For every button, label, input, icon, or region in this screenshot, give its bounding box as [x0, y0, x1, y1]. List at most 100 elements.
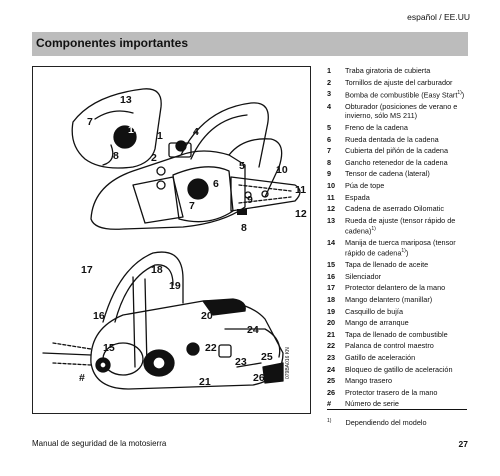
legend-number: 7 — [327, 146, 332, 156]
legend-text: Casquillo de bujía — [345, 306, 404, 316]
callout-24: 24 — [247, 324, 259, 336]
legend-text: Cadena de aserrado Oilomatic — [345, 204, 444, 214]
callout-14: 14 — [128, 124, 140, 136]
callout-7: 7 — [87, 116, 93, 128]
legend-text: Freno de la cadena — [345, 123, 408, 132]
callout-12: 12 — [295, 208, 307, 220]
legend-item: 16 Silenciador — [327, 272, 477, 281]
callout-8b: 8 — [241, 222, 247, 234]
legend-text-tail: ) — [405, 248, 409, 258]
legend-text: Manija de tuerca mariposa (tensor rápido… — [345, 237, 456, 258]
legend-text: Protector delantero de la mano — [345, 283, 446, 293]
legend-item: 25 Mango trasero — [327, 376, 477, 385]
callout-19: 19 — [169, 280, 181, 292]
callout-9: 9 — [247, 194, 253, 206]
legend-text: Espada — [345, 192, 370, 202]
legend-number: 8 — [327, 157, 332, 167]
callout-20: 20 — [201, 310, 213, 322]
legend-text: Protector trasero de la mano — [345, 387, 438, 397]
legend-item: # Número de serie — [327, 399, 477, 408]
legend-item: 18 Mango delantero (manillar) — [327, 295, 477, 304]
page-number: 27 — [458, 439, 468, 449]
legend-number: 4 — [327, 102, 332, 112]
legend-item: 21 Tapa de llenado de combustible — [327, 330, 477, 339]
legend-item: 8 Gancho retenedor de la cadena — [327, 158, 477, 167]
legend-text: Gatillo de aceleración — [345, 352, 416, 362]
figure-code: 079BA016 KN — [285, 347, 291, 379]
callout-22: 22 — [205, 342, 217, 354]
legend-number: 23 — [327, 352, 336, 362]
footnote-number: 1) — [327, 418, 332, 424]
legend-text: Mango delantero (manillar) — [345, 294, 433, 304]
callout-serial: # — [79, 372, 85, 384]
legend-text: Tapa de llenado de aceite — [345, 260, 429, 270]
callout-10: 10 — [276, 164, 288, 176]
footer-title: Manual de seguridad de la motosierra — [32, 439, 167, 448]
legend-item: 12 Cadena de aserrado Oilomatic — [327, 204, 477, 213]
legend-number: 22 — [327, 341, 336, 351]
legend-text: Mango de arranque — [345, 318, 409, 328]
legend-text: Tornillos de ajuste del carburador — [345, 77, 453, 87]
legend-number: 25 — [327, 376, 336, 386]
legend-number: 19 — [327, 306, 336, 316]
legend-number: 20 — [327, 318, 336, 328]
callout-11: 11 — [295, 184, 307, 196]
footnote-text: Dependiendo del modelo — [345, 418, 427, 427]
legend-item: 5 Freno de la cadena — [327, 123, 477, 132]
callout-26: 26 — [253, 372, 265, 384]
legend-number: 12 — [327, 204, 336, 214]
legend-footnote-ref: 1) — [401, 248, 406, 255]
legend-text: Tensor de cadena (lateral) — [345, 169, 430, 179]
legend-item: 24 Bloqueo de gatillo de aceleración — [327, 365, 477, 374]
legend-number: 18 — [327, 294, 336, 304]
callout-1: 1 — [157, 130, 163, 142]
callout-23: 23 — [235, 356, 247, 368]
callout-21: 21 — [199, 376, 211, 388]
legend-text: Rueda dentada de la cadena — [345, 134, 439, 144]
section-title: Componentes importantes — [36, 36, 189, 50]
legend-number: 5 — [327, 123, 332, 132]
legend-item: 19 Casquillo de bujía — [327, 307, 477, 316]
legend-text: Rueda de ajuste (tensor rápido de cadena… — [345, 215, 456, 236]
legend-number: 21 — [327, 329, 336, 339]
legend-item: 20 Mango de arranque — [327, 318, 477, 327]
legend-number: 10 — [327, 180, 336, 190]
legend-item: 2 Tornillos de ajuste del carburador — [327, 78, 477, 87]
chainsaw-figure: 13 7 14 8 1 4 3 2 5 6 10 11 7 9 8 12 17 … — [32, 66, 311, 414]
legend-number: 16 — [327, 271, 336, 281]
legend-item: 23 Gatillo de aceleración — [327, 353, 477, 362]
callout-15: 15 — [103, 342, 115, 354]
callout-16: 16 — [93, 310, 105, 322]
legend-number: 13 — [327, 215, 336, 225]
legend-number: 17 — [327, 283, 336, 293]
legend-number: 26 — [327, 387, 336, 397]
legend-text: Obturador (posiciones de verano e invier… — [345, 102, 458, 121]
legend-number: 1 — [327, 66, 332, 75]
callout-3: 3 — [176, 140, 182, 152]
legend-text: Bomba de combustible (Easy Start — [345, 90, 458, 100]
legend-text: Tapa de llenado de combustible — [345, 329, 448, 339]
legend-text: Bloqueo de gatillo de aceleración — [345, 364, 453, 374]
callout-4: 4 — [193, 126, 199, 138]
legend-item: 13 Rueda de ajuste (tensor rápido de cade… — [327, 216, 477, 236]
legend-number: 14 — [327, 237, 336, 247]
legend-text: Mango trasero — [345, 376, 393, 386]
legend-text: Gancho retenedor de la cadena — [345, 157, 448, 167]
legend-text: Silenciador — [345, 271, 382, 281]
callout-6: 6 — [213, 178, 219, 190]
legend-text: Número de serie — [345, 399, 399, 409]
callout-18: 18 — [151, 264, 163, 276]
legend-number: 2 — [327, 77, 332, 87]
legend-number: # — [327, 399, 332, 409]
legend-text: Cubierta del piñón de la cadena — [345, 146, 449, 156]
legend-number: 24 — [327, 364, 336, 374]
callout-8: 8 — [113, 150, 119, 162]
footnote: 1) Dependiendo del modelo — [327, 418, 427, 427]
callout-7b: 7 — [189, 200, 195, 212]
callout-13: 13 — [120, 94, 132, 106]
